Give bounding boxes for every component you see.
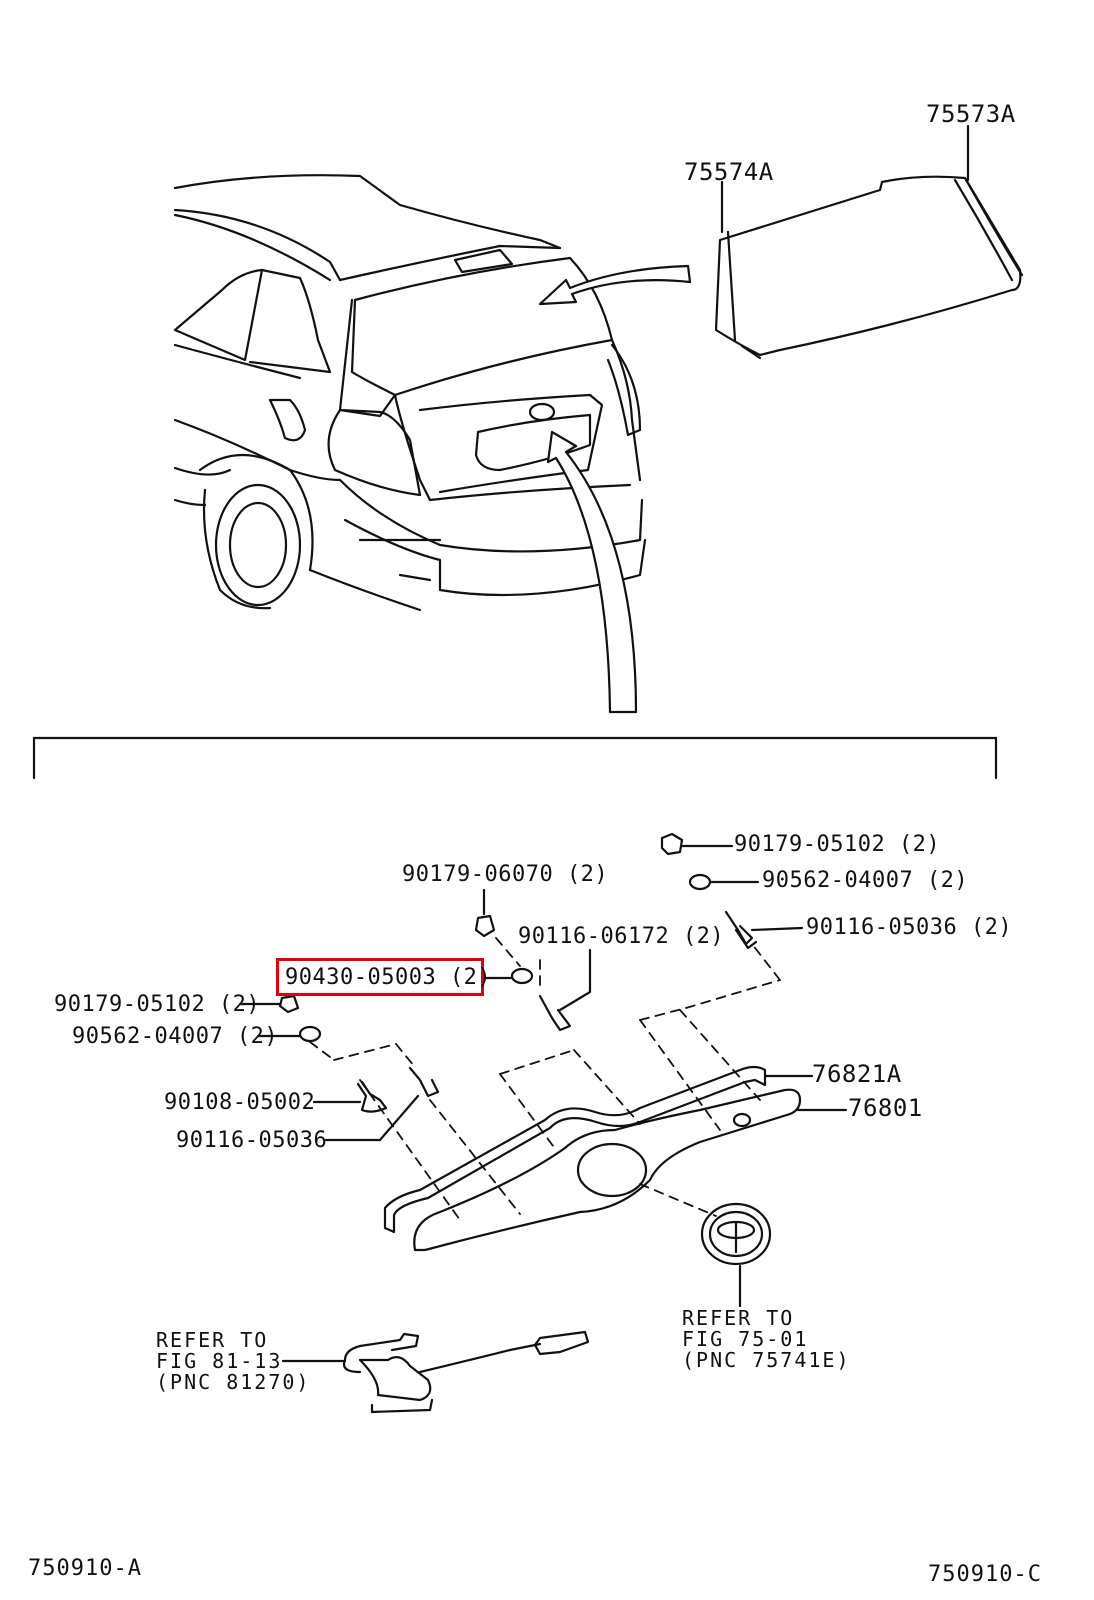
part-label-75574a: 75574A	[684, 158, 774, 186]
part-label-90562-04007-left: 90562-04007 (2)	[72, 1024, 279, 1049]
part-label-90116-05036-right: 90116-05036 (2)	[806, 915, 1013, 940]
section-frame	[32, 736, 998, 780]
ref-emblem-line1: REFER TO	[682, 1306, 795, 1330]
part-label-90108-05002: 90108-05002	[164, 1090, 316, 1115]
ref-lamp: REFER TO FIG 81-13 (PNC 81270)	[156, 1330, 310, 1393]
part-label-76801: 76801	[848, 1094, 923, 1122]
part-label-75573a: 75573A	[926, 100, 1016, 128]
part-label-90430-05003: 90430-05003 (2)	[285, 965, 492, 990]
footer-code-left: 750910-A	[28, 1556, 142, 1581]
arrow-glass-icon	[538, 264, 692, 306]
fasteners	[238, 832, 804, 1142]
footer-code-right: 750910-C	[928, 1562, 1042, 1587]
part-label-90116-06172: 90116-06172 (2)	[518, 924, 725, 949]
ref-lamp-line3: (PNC 81270)	[156, 1370, 311, 1394]
part-label-90179-05102-left: 90179-05102 (2)	[54, 992, 261, 1017]
part-label-76821a: 76821A	[812, 1060, 902, 1088]
part-label-90562-04007-right: 90562-04007 (2)	[762, 868, 969, 893]
ref-lamp-line2: FIG 81-13	[156, 1349, 283, 1373]
arrow-parts-icon	[546, 430, 638, 714]
back-glass-illustration	[714, 124, 1024, 360]
dashed-guides	[309, 937, 781, 1221]
ref-emblem-line2: FIG 75-01	[682, 1327, 809, 1351]
emblem-icon	[700, 1202, 772, 1308]
part-label-90179-06070: 90179-06070 (2)	[402, 862, 609, 887]
highlight-box	[276, 958, 484, 996]
ref-emblem: REFER TO FIG 75-01 (PNC 75741E)	[682, 1308, 851, 1371]
ref-lamp-line1: REFER TO	[156, 1328, 269, 1352]
car-illustration	[173, 174, 647, 612]
part-label-90179-05102-right: 90179-05102 (2)	[734, 832, 941, 857]
garnish-assembly	[383, 1065, 848, 1252]
part-label-90116-05036-left: 90116-05036	[176, 1128, 328, 1153]
license-lamp-icon	[281, 1330, 590, 1414]
ref-emblem-line3: (PNC 75741E)	[682, 1348, 851, 1372]
